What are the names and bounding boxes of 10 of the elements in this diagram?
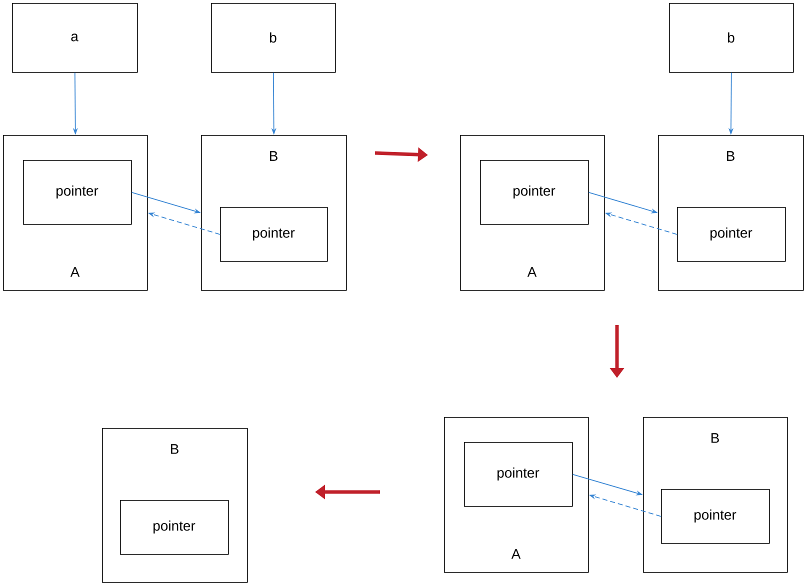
pointer-box: pointer xyxy=(661,489,770,544)
box: b xyxy=(669,3,794,73)
pointer-box: pointer xyxy=(480,160,589,225)
box: a xyxy=(12,3,138,73)
pointer-box: pointer xyxy=(677,207,786,262)
pointer-box: pointer xyxy=(120,500,229,555)
pointer-box: pointer xyxy=(464,442,573,507)
pointer-box: pointer xyxy=(23,160,132,225)
pointer-box: pointer xyxy=(220,207,328,262)
box: b xyxy=(211,3,336,73)
